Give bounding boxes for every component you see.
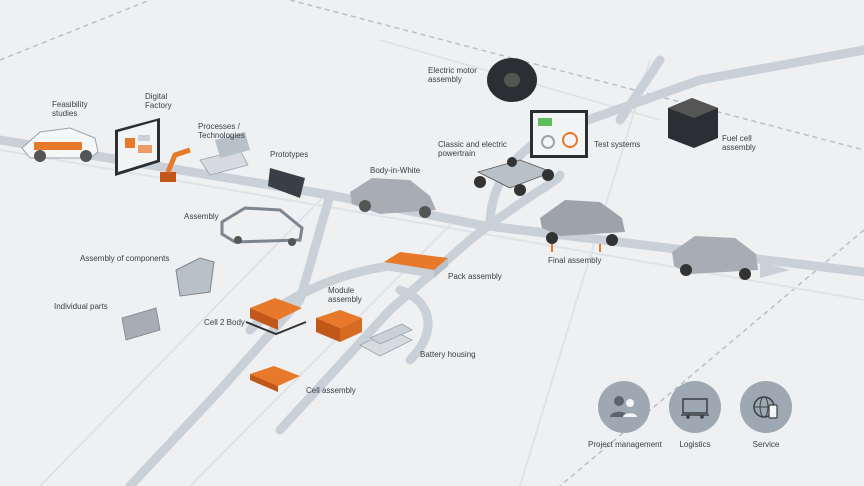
- label-individual-parts: Individual parts: [54, 302, 108, 311]
- fuel-cell-icon: [668, 98, 718, 148]
- digital-factory-screen-icon: [115, 118, 160, 176]
- cell-assembly-icon: [250, 366, 300, 392]
- cell-to-body-icon: [245, 298, 307, 336]
- final-assembly-car-icon: [540, 200, 625, 252]
- body-in-white-car-icon: [350, 178, 436, 218]
- label-pack-assembly: Pack assembly: [448, 272, 502, 281]
- logistics-label: Logistics: [679, 440, 711, 449]
- feasibility-car-icon: [21, 127, 99, 162]
- module-icon: [316, 310, 362, 342]
- label-assembly: Assembly: [184, 212, 219, 221]
- project-management-button[interactable]: [598, 381, 650, 433]
- prototype-panel-icon: [268, 168, 305, 198]
- project-management-label: Project management: [588, 440, 662, 449]
- label-assembly-of-components: Assembly of components: [80, 254, 170, 263]
- label-cell-2-body: Cell 2 Body: [204, 318, 245, 327]
- label-processes-technologies: Processes /Technologies: [198, 122, 245, 140]
- robot-arm-icon: [160, 132, 250, 182]
- pack-assembly-icon: [384, 252, 448, 278]
- battery-housing-icon: [359, 323, 413, 357]
- label-battery-housing: Battery housing: [420, 350, 476, 359]
- individual-part-icon: [121, 307, 161, 341]
- service-label: Service: [752, 440, 780, 449]
- finished-car-icon: [672, 236, 758, 280]
- logistics-button[interactable]: [669, 381, 721, 433]
- label-test-systems: Test systems: [594, 140, 641, 149]
- door-component-icon: [175, 257, 215, 297]
- globe-phone-icon: [753, 396, 778, 419]
- label-final-assembly: Final assembly: [548, 256, 602, 265]
- service-button[interactable]: [740, 381, 792, 433]
- label-body-in-white: Body-in-White: [370, 166, 421, 175]
- label-prototypes: Prototypes: [270, 150, 309, 159]
- test-systems-screen-icon: [530, 110, 588, 158]
- truck-icon: [681, 398, 709, 419]
- powertrain-chassis-icon: [474, 157, 554, 196]
- assembly-body-frame-icon: [220, 206, 304, 246]
- people-icon: [610, 396, 637, 417]
- label-cell-assembly: Cell assembly: [306, 386, 356, 395]
